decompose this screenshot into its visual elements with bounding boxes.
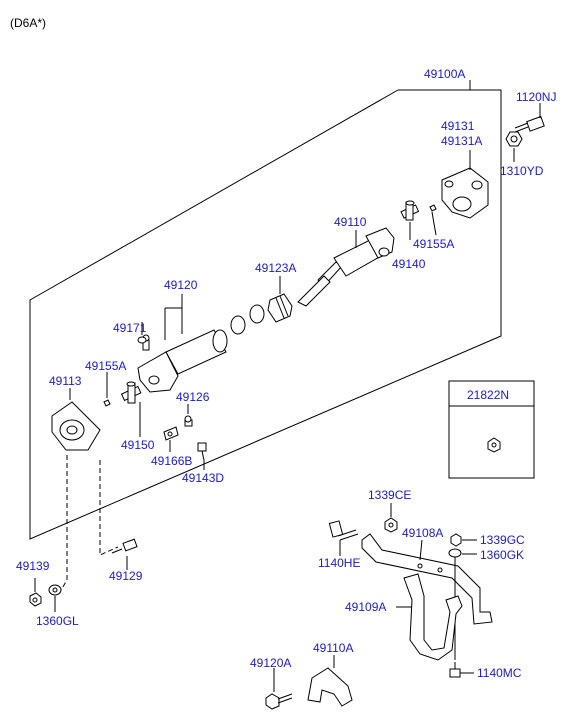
- engine-code-label: (D6A*): [10, 16, 46, 30]
- label-1120nj: 1120NJ: [516, 90, 556, 104]
- flange-front-shape: [51, 401, 101, 451]
- bolt-120a-shape: [265, 693, 293, 710]
- nut-339gc-shape: [450, 533, 462, 547]
- ring-a: [249, 304, 265, 324]
- cross-front-shape: [120, 381, 142, 404]
- oring-171: [137, 336, 147, 344]
- washer-360gl-shape: [48, 584, 62, 596]
- label-49120a: 49120A: [250, 656, 291, 670]
- label-49131a: 49131A: [441, 134, 482, 148]
- label-49150: 49150: [121, 438, 155, 452]
- label-49110: 49110: [334, 215, 367, 229]
- label-49120: 49120: [164, 278, 198, 292]
- nut-top-shape: [505, 131, 523, 147]
- label-49123a: 49123A: [255, 261, 296, 275]
- label-49129: 49129: [109, 569, 143, 583]
- nut-339ce-shape: [384, 517, 398, 533]
- label-49171: 49171: [113, 321, 147, 335]
- label-49143d: 49143D: [182, 471, 224, 485]
- snap-ring-rear-shape: [429, 204, 437, 212]
- bolt-140he-shape: [328, 520, 359, 541]
- bracket-166-shape: [163, 426, 179, 441]
- dash-nut: [60, 455, 68, 591]
- label-49110a: 49110A: [313, 641, 353, 655]
- snap-ring-front-shape: [103, 399, 111, 407]
- bolt-129-shape: [111, 538, 138, 554]
- inset-box: [448, 380, 535, 479]
- assembly-boundary: [29, 89, 502, 540]
- label-49100a: 49100A: [424, 67, 465, 81]
- label-1140he: 1140HE: [318, 556, 360, 570]
- rear-tube-shape: [297, 227, 395, 307]
- label-1310yd: 1310YD: [500, 164, 544, 178]
- flange-yoke-shape: [441, 167, 489, 219]
- cross-rear-shape: [400, 200, 420, 221]
- label-49126: 49126: [176, 390, 210, 404]
- label-1339gc: 1339GC: [480, 533, 525, 547]
- washer-360gk-shape: [448, 548, 462, 558]
- label-49155a-rear: 49155A: [413, 237, 454, 251]
- bracket-108-shape: [361, 533, 493, 625]
- front-tube-shape: [137, 329, 228, 393]
- nut-139-shape: [29, 592, 42, 607]
- washer-126-shape: [184, 415, 193, 427]
- label-49166b: 49166B: [151, 454, 192, 468]
- label-1140mc: 1140MC: [477, 666, 522, 680]
- label-49113: 49113: [49, 374, 82, 388]
- ring-b: [230, 315, 246, 335]
- label-49109a: 49109A: [345, 600, 386, 614]
- label-49131: 49131: [441, 119, 475, 133]
- dash-bolt: [99, 460, 119, 556]
- label-1360gl: 1360GL: [36, 614, 79, 628]
- label-49108a: 49108A: [402, 526, 443, 540]
- label-49140: 49140: [392, 257, 426, 271]
- support-109-shape: [403, 573, 463, 661]
- label-1339ce: 1339CE: [368, 488, 411, 502]
- bolt-143-shape: [197, 442, 207, 461]
- label-49155a-front: 49155A: [85, 359, 126, 373]
- label-21822n: 21822N: [467, 388, 509, 402]
- label-49139: 49139: [16, 559, 50, 573]
- label-1360gk: 1360GK: [480, 548, 524, 562]
- boot-shape: [267, 293, 293, 323]
- bolt-top-shape: [514, 115, 545, 133]
- bolt-140mc-shape: [449, 662, 461, 678]
- bracket-110a-shape: [307, 667, 353, 707]
